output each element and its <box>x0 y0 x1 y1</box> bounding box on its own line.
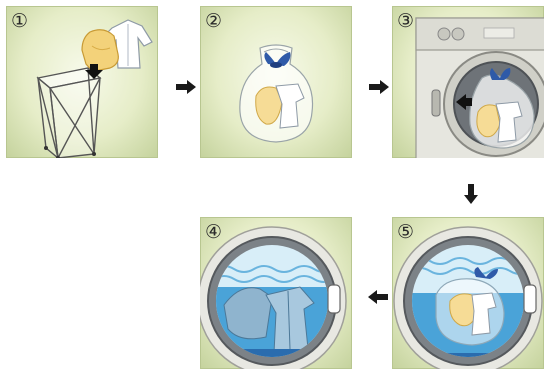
down-arrow-icon <box>464 184 478 204</box>
step-4-number: ④ <box>205 221 222 243</box>
clothes-washing-in-drum-icon <box>200 217 352 369</box>
step-4-panel: ④ <box>200 217 352 369</box>
step-3-panel: ③ <box>392 6 544 158</box>
step-1-panel: ① <box>6 6 158 158</box>
right-arrow-icon <box>176 80 196 94</box>
step-5-number: ⑤ <box>397 221 414 243</box>
step-1-number: ① <box>11 10 28 32</box>
step-2-number: ② <box>205 10 222 32</box>
step-3-number: ③ <box>397 10 414 32</box>
step-2-panel: ② <box>200 6 352 158</box>
mesh-laundry-bag-icon <box>200 6 352 158</box>
step-5-panel: ⑤ <box>392 217 544 369</box>
left-arrow-icon <box>368 290 388 304</box>
bag-washing-in-drum-icon <box>392 217 544 369</box>
clothes-into-hamper-icon <box>6 6 158 158</box>
right-arrow-icon <box>369 80 389 94</box>
bag-into-washing-machine-icon <box>392 6 544 158</box>
